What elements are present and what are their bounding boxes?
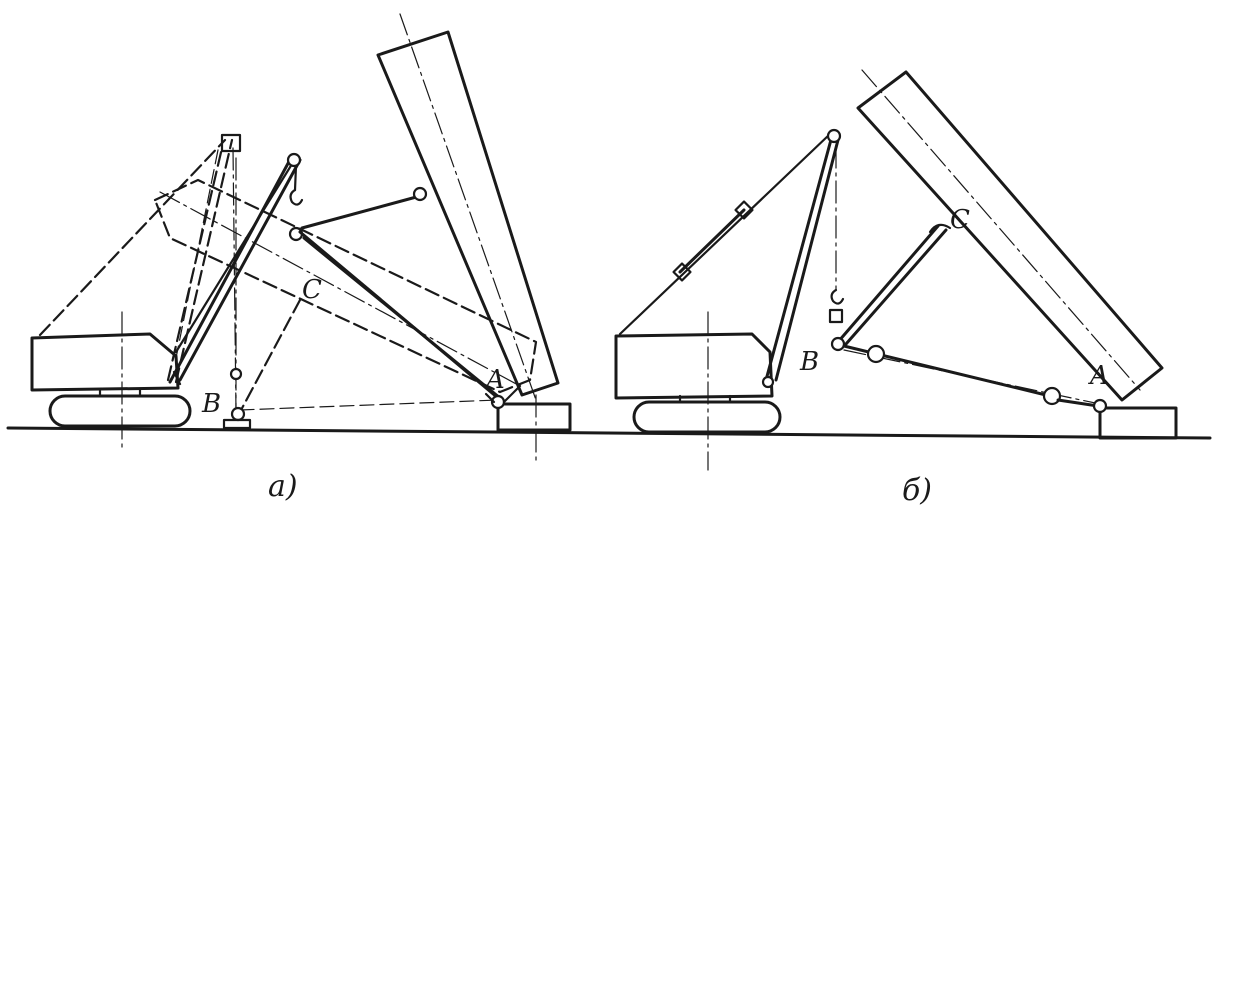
label-a-point-c: C — [302, 275, 322, 305]
crane-b-cab — [614, 332, 774, 400]
hinge-a — [484, 384, 572, 432]
crane-a-boom-earlier — [38, 133, 242, 413]
label-a-point-b: B — [201, 389, 221, 419]
hinge-b — [1092, 398, 1178, 440]
panel-a-raised — [376, 13, 560, 401]
crane-a-track — [48, 394, 192, 428]
ground-line — [6, 426, 1212, 440]
crane-b-boom — [618, 128, 845, 389]
crane-b-rigging — [830, 223, 1101, 408]
crane-a-slings — [288, 186, 502, 400]
label-b-point-b: B — [799, 347, 819, 377]
crane-a — [30, 332, 192, 428]
label-b-point-c: C — [950, 205, 970, 235]
panel-b: B C A б) — [614, 69, 1178, 508]
crane-b-track — [632, 400, 782, 434]
panel-a: B C A a) — [30, 13, 572, 504]
crane-b — [614, 332, 782, 434]
crane-a-cab — [30, 332, 180, 392]
panel-b-raised — [856, 69, 1164, 402]
panel-a-earlier-position — [153, 178, 538, 414]
label-a-point-a: A — [484, 365, 505, 395]
hoist-block-b — [222, 157, 252, 430]
caption-b: б) — [902, 473, 932, 508]
caption-a: a) — [268, 469, 298, 504]
label-b-point-a: A — [1088, 361, 1109, 391]
